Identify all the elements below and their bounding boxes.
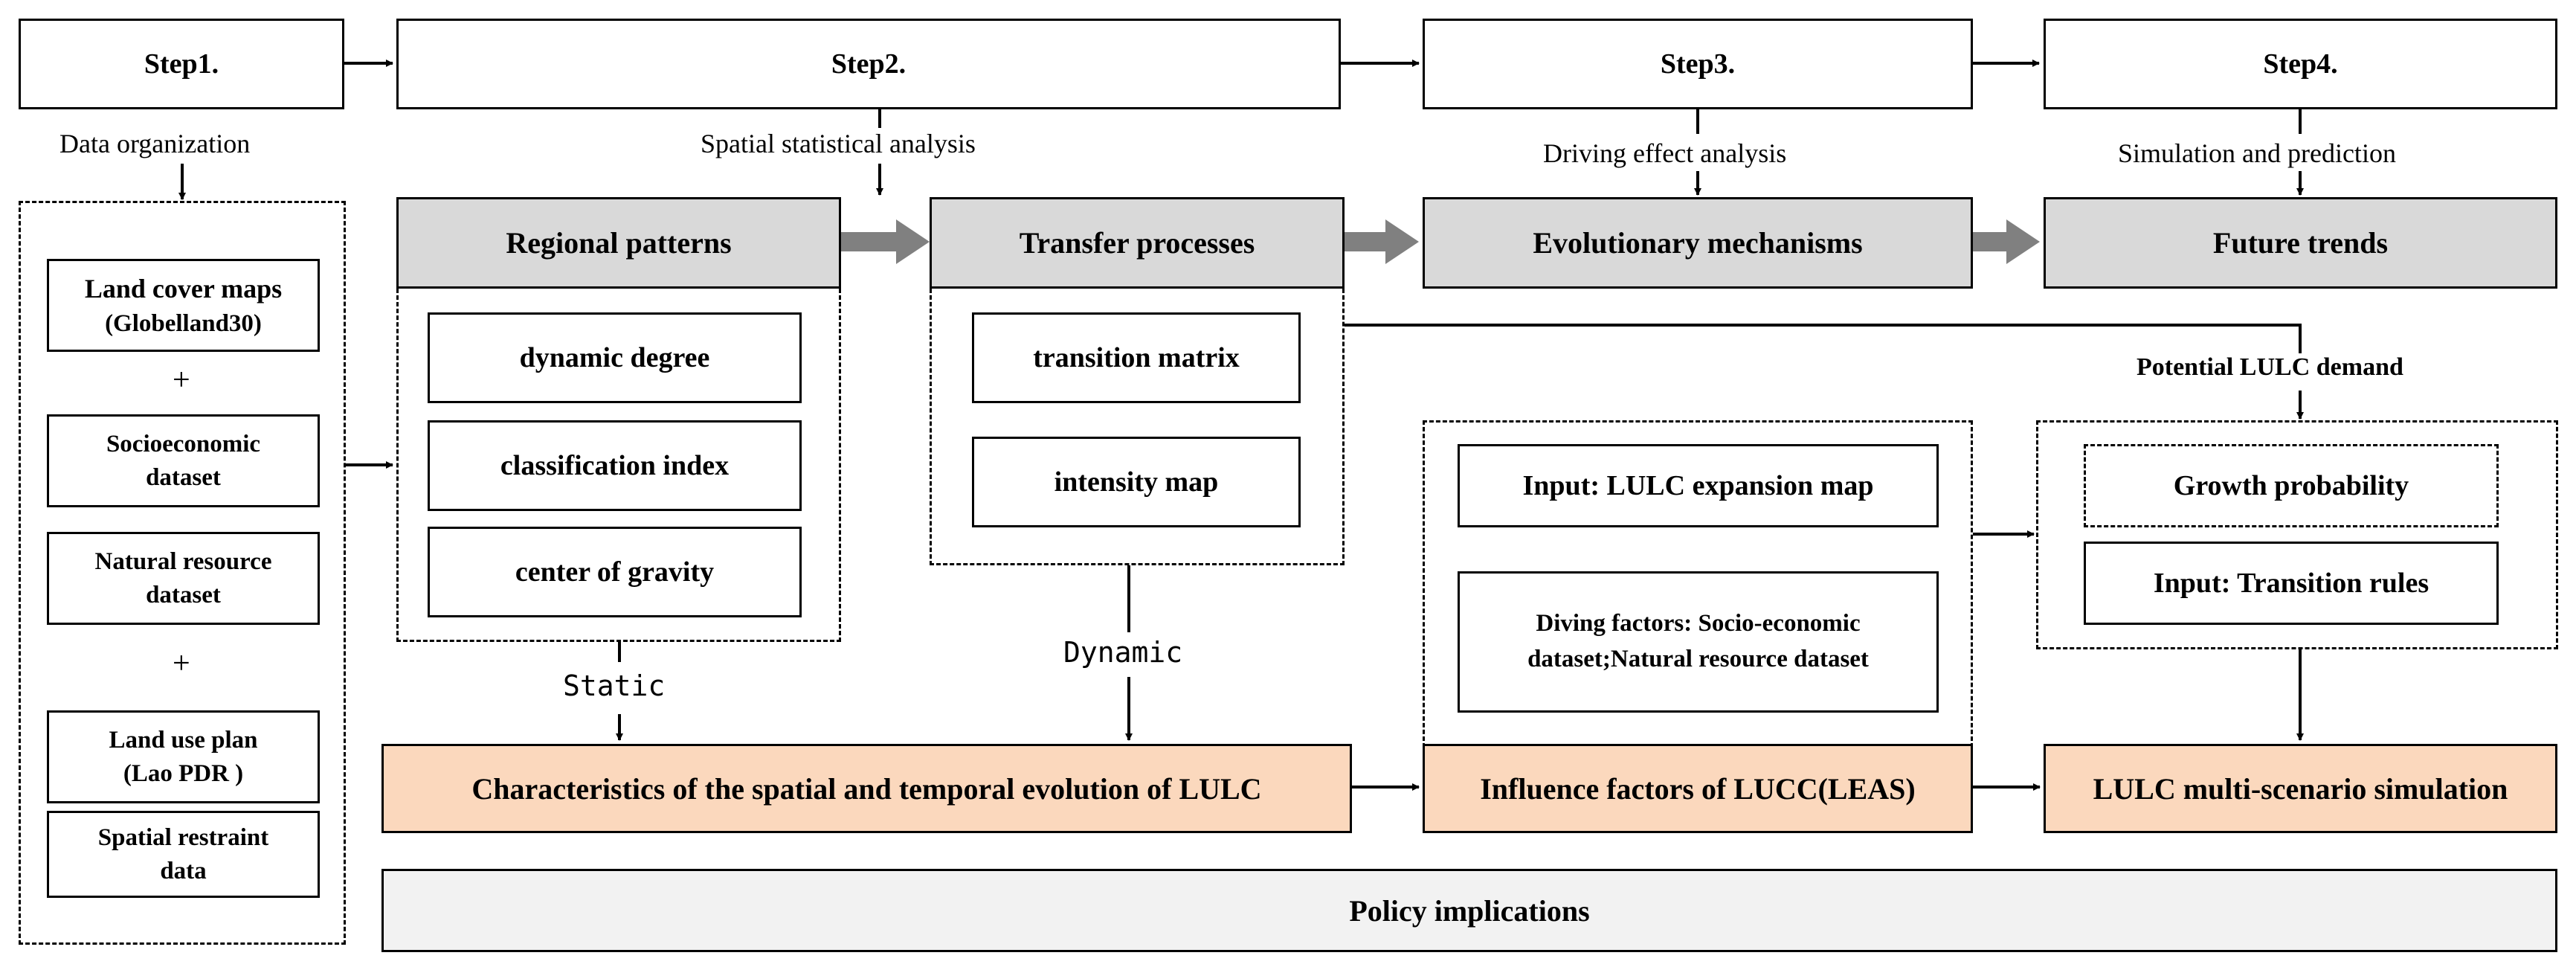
evolutionary-mechanisms-label: Evolutionary mechanisms xyxy=(1533,226,1863,260)
spatial-restraint-box: Spatial restraint data xyxy=(47,811,320,898)
label-data-organization: Data organization xyxy=(59,128,251,159)
land-cover-box: Land cover maps (Globelland30) xyxy=(47,259,320,352)
land-cover-label: Land cover maps xyxy=(84,273,283,303)
land-use-sub: (Lao PDR ) xyxy=(123,759,244,787)
characteristics-label: Characteristics of the spatial and tempo… xyxy=(471,771,1262,806)
natural-sub: dataset xyxy=(146,581,221,608)
center-of-gravity-label: center of gravity xyxy=(515,556,715,588)
label-simulation-prediction: Simulation and prediction xyxy=(2118,138,2396,169)
dynamic-degree-box: dynamic degree xyxy=(428,312,802,403)
block-arrow-regional-transfer xyxy=(841,219,930,264)
land-cover-sub: (Globelland30) xyxy=(105,309,262,337)
land-use-box: Land use plan (Lao PDR ) xyxy=(47,710,320,803)
center-of-gravity-box: center of gravity xyxy=(428,527,802,617)
step4-box: Step4. xyxy=(2044,19,2557,109)
step3-label: Step3. xyxy=(1660,48,1736,80)
lulc-expansion-label: Input: LULC expansion map xyxy=(1522,470,1874,501)
dynamic-degree-label: dynamic degree xyxy=(519,342,710,373)
potential-lulc-demand: Potential LULC demand xyxy=(2137,353,2403,382)
step3-group xyxy=(1423,420,1973,748)
evolutionary-mechanisms-header: Evolutionary mechanisms xyxy=(1423,197,1973,289)
label-driving-effect: Driving effect analysis xyxy=(1543,138,1787,169)
intensity-map-label: intensity map xyxy=(1054,466,1219,498)
block-arrow-transfer-evolutionary xyxy=(1345,219,1419,264)
natural-label: Natural resource xyxy=(94,547,272,575)
step3-box: Step3. xyxy=(1423,19,1973,109)
spatial-restraint-label: Spatial restraint xyxy=(97,823,269,851)
influence-factors-box: Influence factors of LUCC(LEAS) xyxy=(1423,744,1973,833)
growth-probability-box: Growth probability xyxy=(2084,444,2499,527)
multi-scenario-simulation-label: LULC multi-scenario simulation xyxy=(2093,771,2508,806)
driving-factors-box: Diving factors: Socio-economic dataset;N… xyxy=(1458,571,1939,713)
classification-index-box: classification index xyxy=(428,420,802,511)
land-use-label: Land use plan xyxy=(109,726,258,754)
natural-box: Natural resource dataset xyxy=(47,532,320,625)
growth-probability-label: Growth probability xyxy=(2173,470,2409,501)
socio-label: Socioeconomic xyxy=(106,430,261,457)
transfer-processes-header: Transfer processes xyxy=(930,197,1345,289)
step4-group xyxy=(2036,420,2558,649)
future-trends-header: Future trends xyxy=(2044,197,2557,289)
static-label: Static xyxy=(563,669,666,702)
transition-rules-box: Input: Transition rules xyxy=(2084,542,2499,625)
label-spatial-statistical: Spatial statistical analysis xyxy=(701,128,976,159)
data-column xyxy=(19,201,346,945)
future-trends-label: Future trends xyxy=(2212,226,2389,260)
transition-rules-label: Input: Transition rules xyxy=(2153,568,2430,599)
plus-sign-2: + xyxy=(173,646,190,681)
lulc-expansion-box: Input: LULC expansion map xyxy=(1458,444,1939,527)
socio-box: Socioeconomic dataset xyxy=(47,414,320,507)
dynamic-label: Dynamic xyxy=(1063,636,1183,669)
driving-factors-line1: Diving factors: Socio-economic xyxy=(1536,610,1861,637)
spatial-restraint-sub: data xyxy=(160,857,207,884)
classification-index-label: classification index xyxy=(500,450,730,481)
multi-scenario-simulation-box: LULC multi-scenario simulation xyxy=(2044,744,2557,833)
transition-matrix-box: transition matrix xyxy=(972,312,1301,403)
characteristics-box: Characteristics of the spatial and tempo… xyxy=(381,744,1352,833)
regional-group xyxy=(396,289,841,642)
block-arrow-evolutionary-future xyxy=(1973,219,2040,264)
driving-factors-line2: dataset;Natural resource dataset xyxy=(1527,646,1869,672)
step4-label: Step4. xyxy=(2263,48,2338,80)
policy-implications-label: Policy implications xyxy=(1349,893,1590,928)
transfer-processes-label: Transfer processes xyxy=(1019,226,1255,260)
transition-matrix-label: transition matrix xyxy=(1033,342,1240,373)
transfer-group xyxy=(930,289,1345,565)
influence-factors-label: Influence factors of LUCC(LEAS) xyxy=(1480,771,1916,806)
plus-sign-1: + xyxy=(173,363,190,397)
step1-label: Step1. xyxy=(144,48,219,80)
intensity-map-box: intensity map xyxy=(972,437,1301,527)
regional-patterns-header: Regional patterns xyxy=(396,197,841,289)
regional-patterns-label: Regional patterns xyxy=(506,226,732,260)
step2-label: Step2. xyxy=(831,48,907,80)
socio-sub: dataset xyxy=(146,463,221,491)
policy-implications-box: Policy implications xyxy=(381,869,2557,952)
step1-box: Step1. xyxy=(19,19,344,109)
step2-box: Step2. xyxy=(396,19,1341,109)
